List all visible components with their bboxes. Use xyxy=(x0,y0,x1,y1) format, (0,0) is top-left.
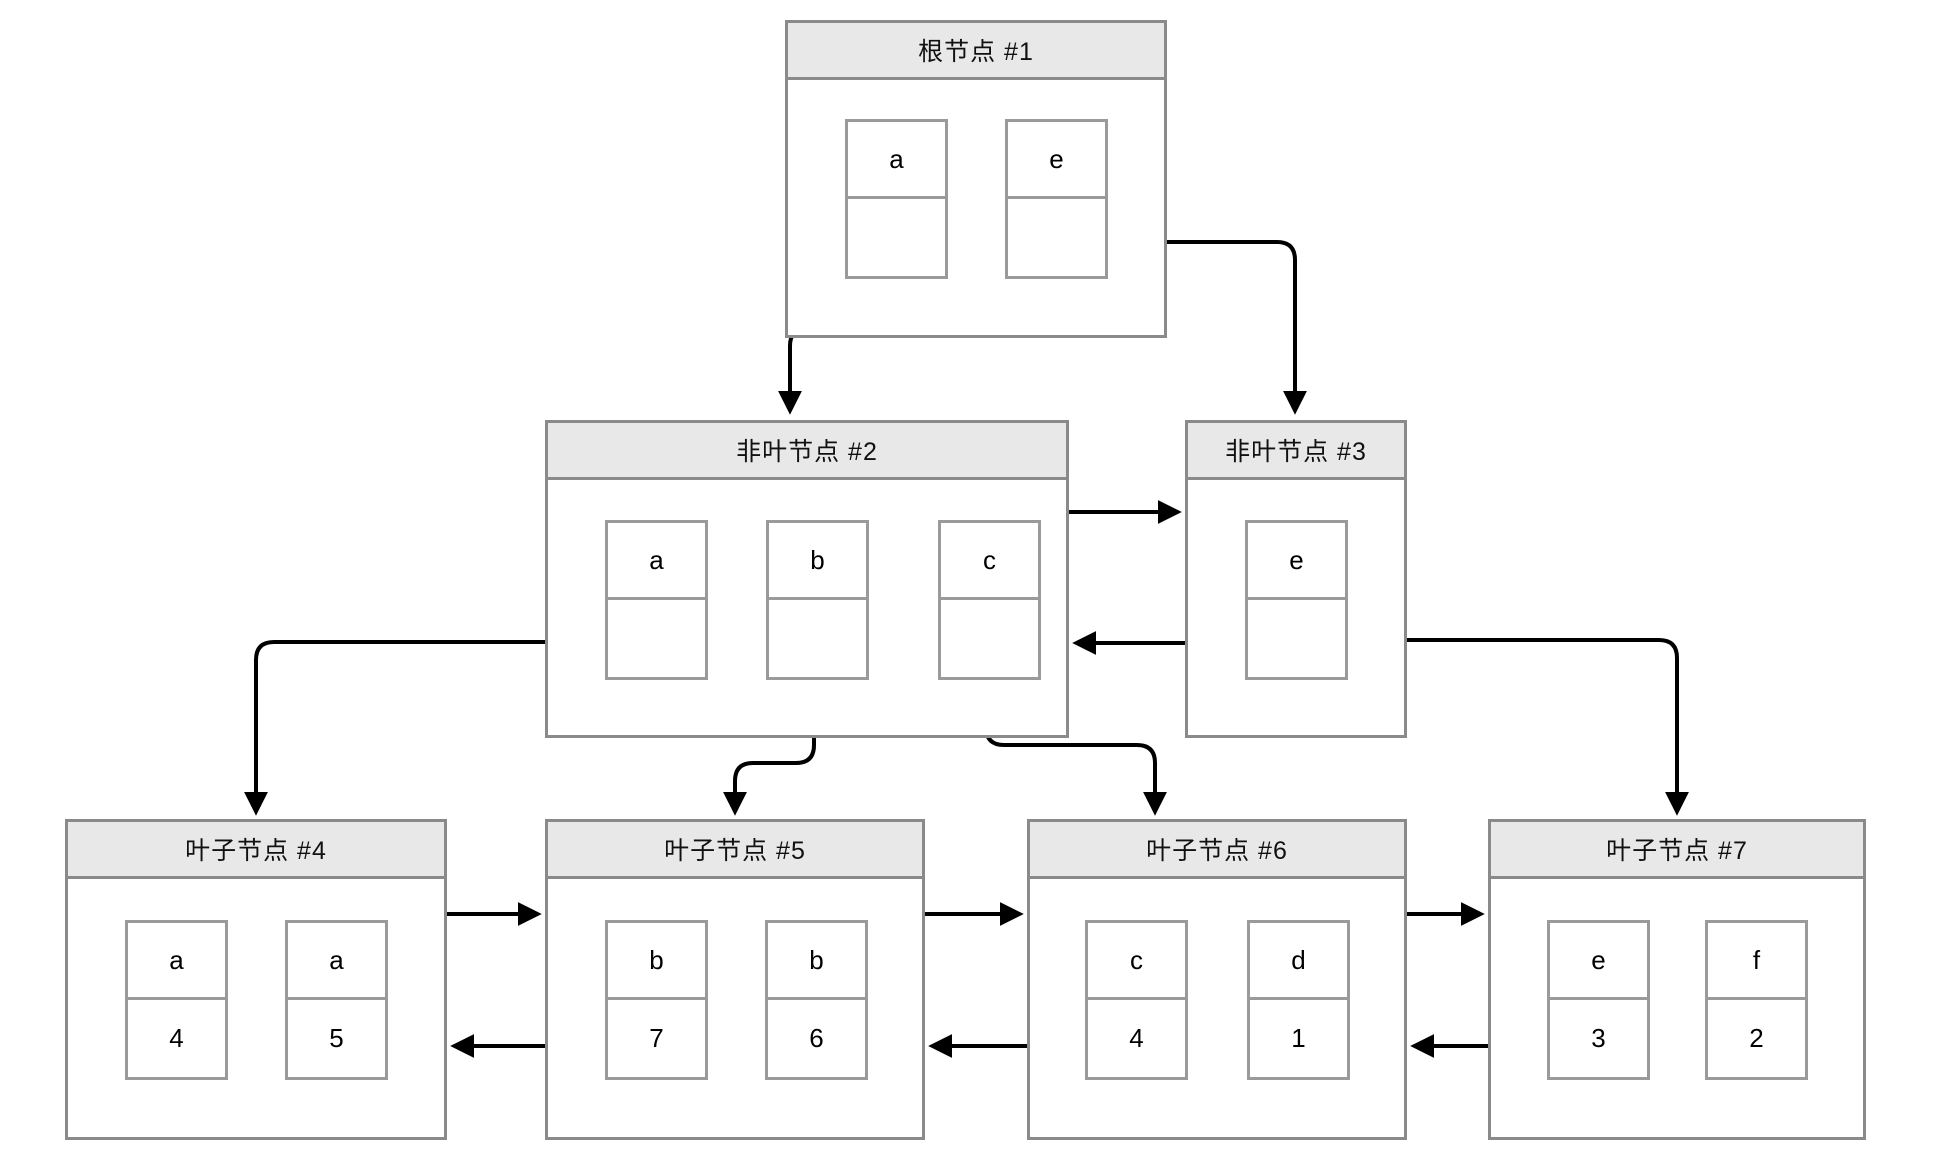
cell-key: e xyxy=(1248,523,1345,600)
node-internal-3: 非叶节点 #3 e xyxy=(1185,420,1407,738)
cell-value: 6 xyxy=(809,1023,824,1053)
cell-n2-c: c xyxy=(938,520,1041,680)
cell-value: 4 xyxy=(1129,1023,1144,1053)
cell-key: d xyxy=(1250,923,1347,1000)
cell-leaf6-1: c 4 xyxy=(1085,920,1188,1080)
node-root-1: 根节点 #1 a e xyxy=(785,20,1167,338)
node-leaf-6: 叶子节点 #6 c 4 d 1 xyxy=(1027,819,1407,1140)
cell-root-e: e xyxy=(1005,119,1108,279)
cell-key: c xyxy=(1088,923,1185,1000)
cell-pointer xyxy=(941,600,1038,677)
cell-pointer xyxy=(769,600,866,677)
cell-value: 2 xyxy=(1749,1023,1764,1053)
cell-key: c xyxy=(941,523,1038,600)
node-title: 根节点 #1 xyxy=(788,23,1164,80)
cell-leaf4-1: a 4 xyxy=(125,920,228,1080)
cell-pointer xyxy=(608,600,705,677)
cell-n2-a: a xyxy=(605,520,708,680)
cell-leaf5-1: b 7 xyxy=(605,920,708,1080)
node-internal-2: 非叶节点 #2 a b c xyxy=(545,420,1069,738)
cell-key: b xyxy=(608,923,705,1000)
cell-key: a xyxy=(848,122,945,199)
cell-value: 3 xyxy=(1591,1023,1606,1053)
cell-key: e xyxy=(1008,122,1105,199)
cell-pointer xyxy=(848,199,945,276)
node-leaf-5: 叶子节点 #5 b 7 b 6 xyxy=(545,819,925,1140)
cell-key: e xyxy=(1550,923,1647,1000)
cell-key: a xyxy=(128,923,225,1000)
cell-leaf7-1: e 3 xyxy=(1547,920,1650,1080)
cell-key: f xyxy=(1708,923,1805,1000)
cell-value: 5 xyxy=(329,1023,344,1053)
cell-key: a xyxy=(608,523,705,600)
node-title: 叶子节点 #5 xyxy=(548,822,922,879)
node-leaf-7: 叶子节点 #7 e 3 f 2 xyxy=(1488,819,1866,1140)
cell-pointer xyxy=(1008,199,1105,276)
cell-leaf7-2: f 2 xyxy=(1705,920,1808,1080)
cell-key: b xyxy=(769,523,866,600)
node-title: 非叶节点 #2 xyxy=(548,423,1066,480)
cell-root-a: a xyxy=(845,119,948,279)
cell-value: 1 xyxy=(1291,1023,1306,1053)
node-title: 非叶节点 #3 xyxy=(1188,423,1404,480)
cell-key: b xyxy=(768,923,865,1000)
node-title: 叶子节点 #7 xyxy=(1491,822,1863,879)
cell-value: 4 xyxy=(169,1023,184,1053)
cell-key: a xyxy=(288,923,385,1000)
cell-n3-e: e xyxy=(1245,520,1348,680)
cell-leaf5-2: b 6 xyxy=(765,920,868,1080)
node-title: 叶子节点 #4 xyxy=(68,822,444,879)
cell-value: 7 xyxy=(649,1023,664,1053)
cell-leaf4-2: a 5 xyxy=(285,920,388,1080)
node-leaf-4: 叶子节点 #4 a 4 a 5 xyxy=(65,819,447,1140)
cell-leaf6-2: d 1 xyxy=(1247,920,1350,1080)
cell-pointer xyxy=(1248,600,1345,677)
cell-n2-b: b xyxy=(766,520,869,680)
node-title: 叶子节点 #6 xyxy=(1030,822,1404,879)
